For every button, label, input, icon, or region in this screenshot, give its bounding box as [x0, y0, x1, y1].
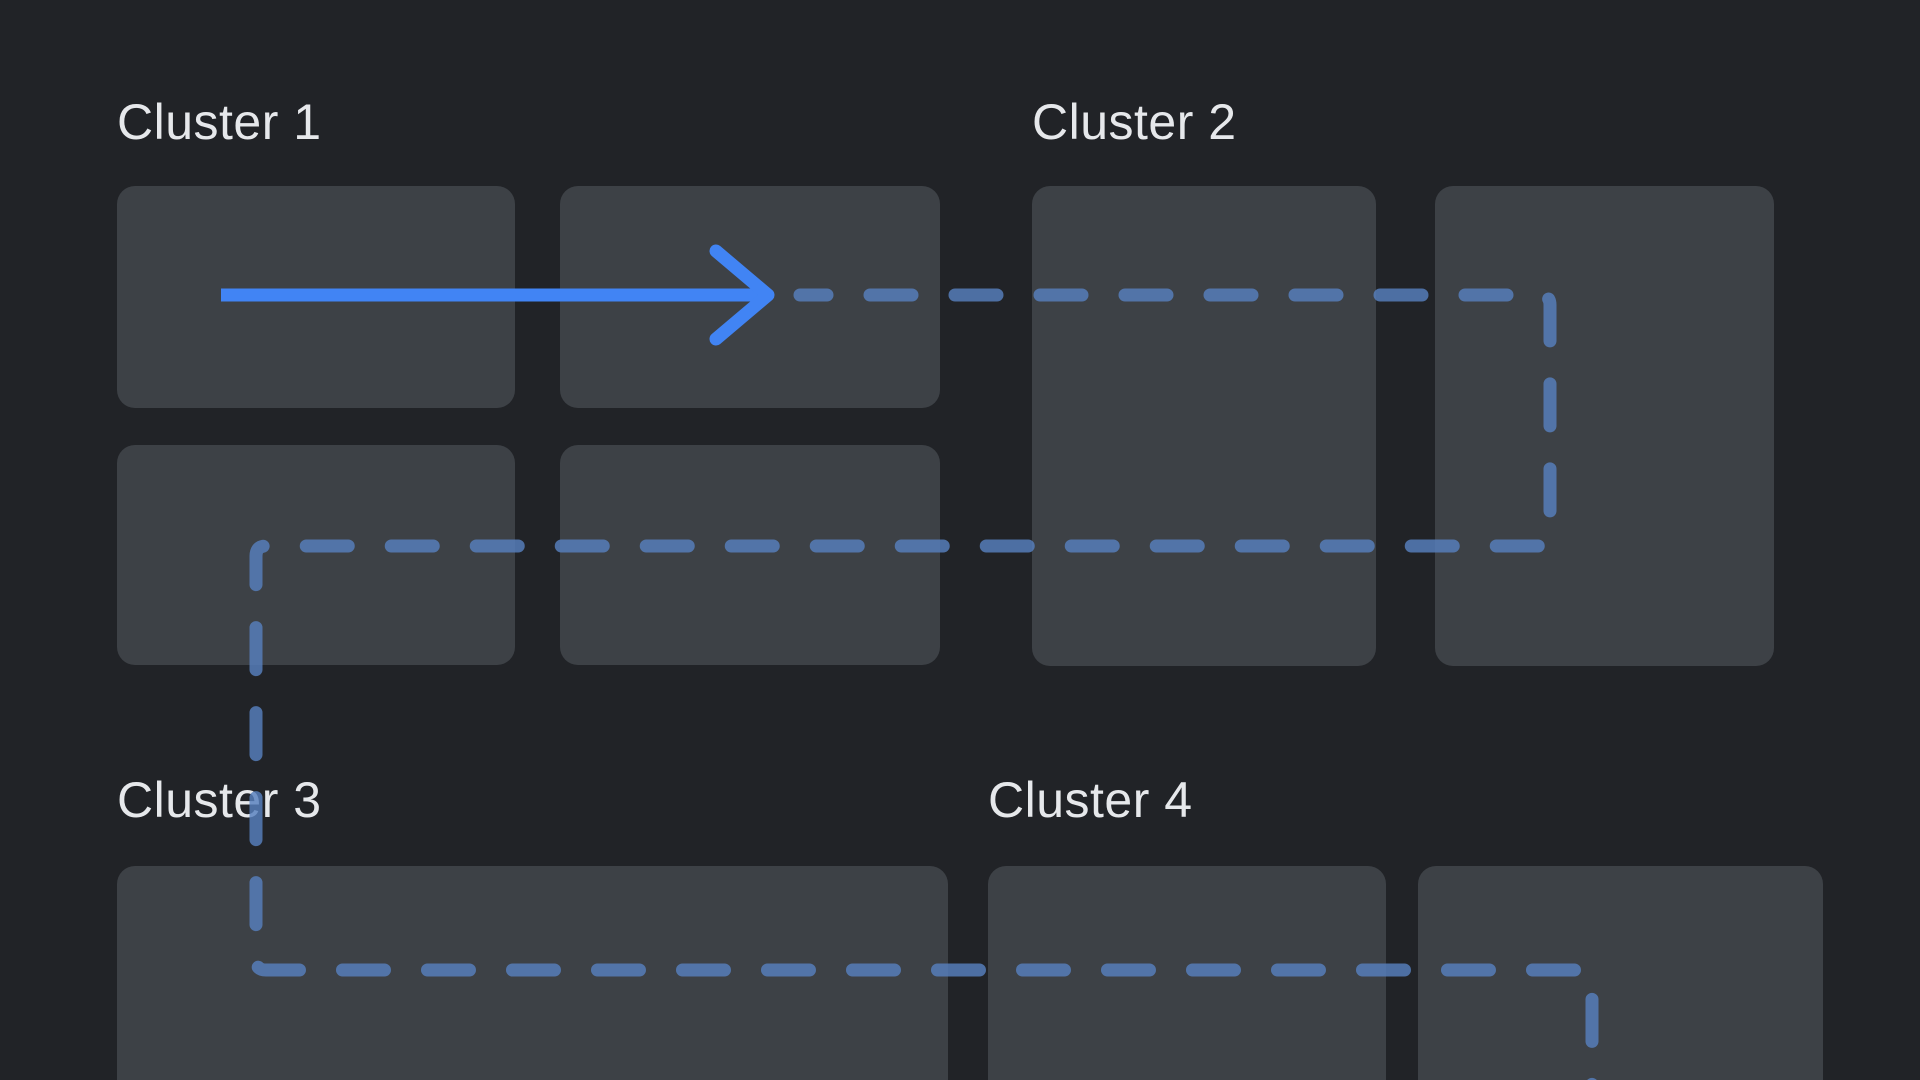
cluster-1-box	[560, 445, 940, 665]
cluster-3-box	[117, 866, 948, 1080]
cluster-4-box	[1418, 866, 1823, 1080]
cluster-1-box	[117, 445, 515, 665]
cluster-2-box	[1435, 186, 1774, 666]
cluster-1-box	[560, 186, 940, 408]
cluster-3-label: Cluster 3	[117, 772, 322, 828]
cluster-1-label: Cluster 1	[117, 94, 322, 150]
cluster-4-box	[988, 866, 1386, 1080]
cluster-2-label: Cluster 2	[1032, 94, 1237, 150]
cluster-1-box	[117, 186, 515, 408]
cluster-4-label: Cluster 4	[988, 772, 1193, 828]
cluster-2-box	[1032, 186, 1376, 666]
